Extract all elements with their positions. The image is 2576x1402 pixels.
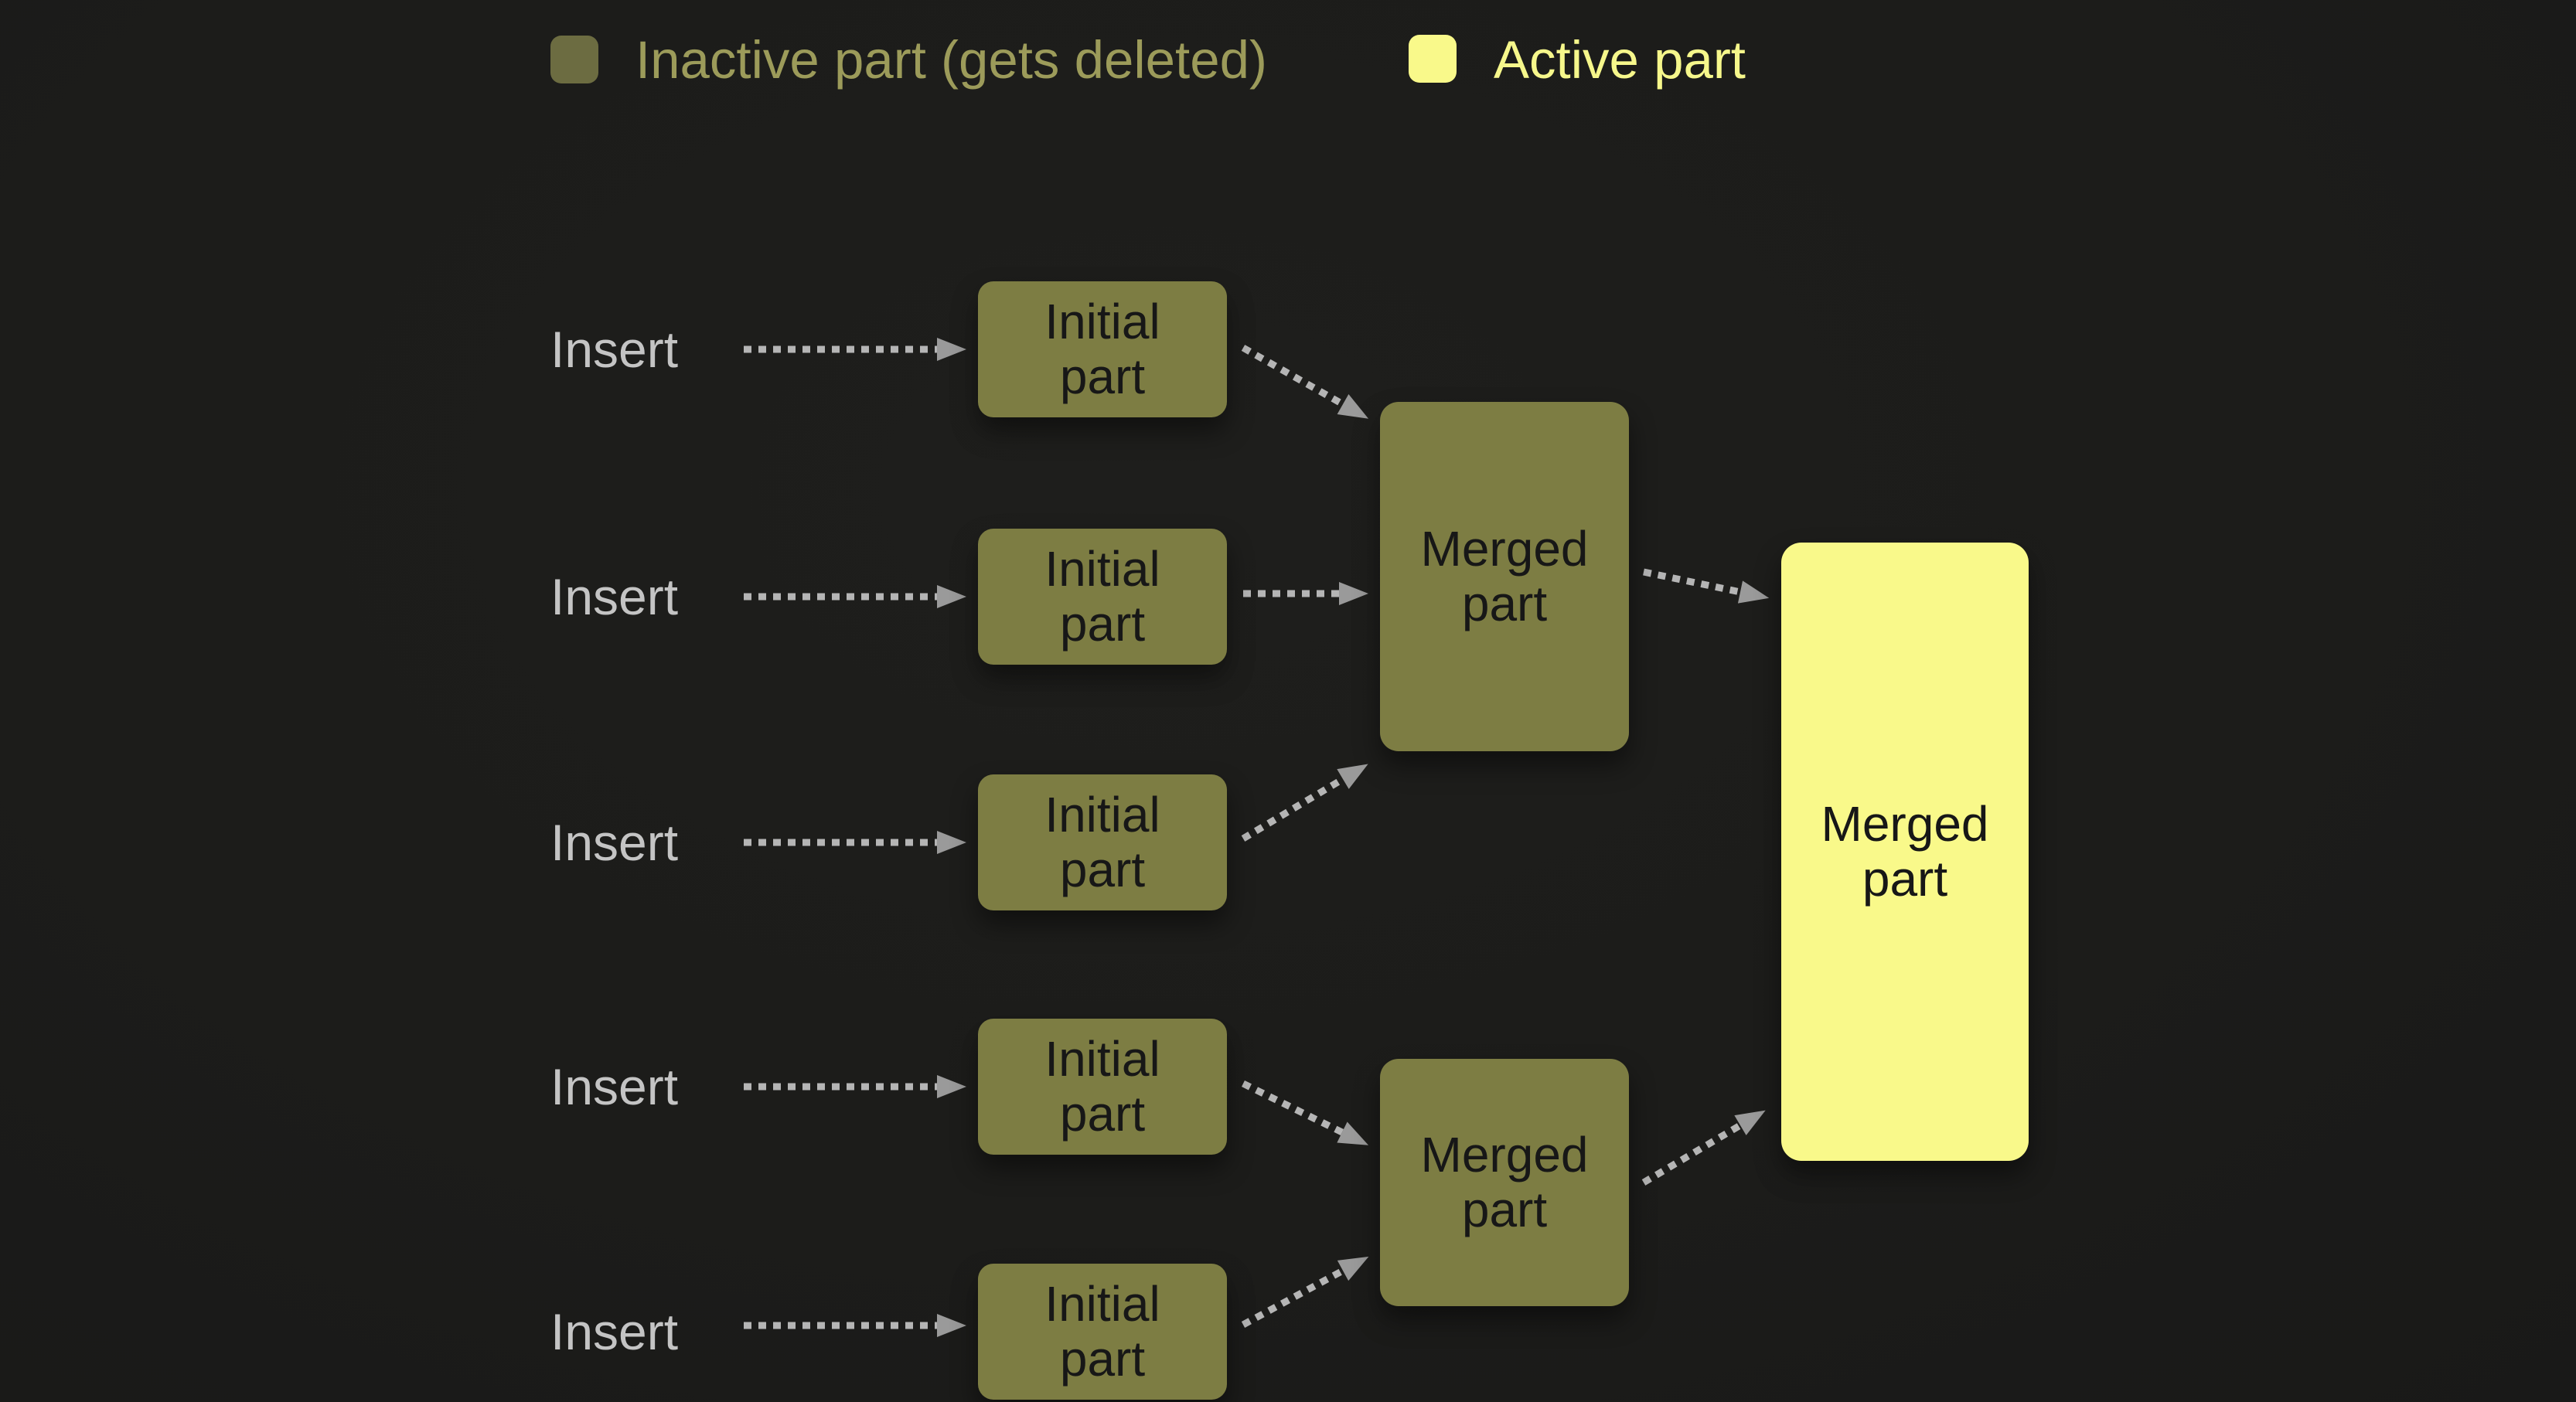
node-label-line: part [1059, 1331, 1146, 1387]
initial-part-node-1: Initial part [978, 281, 1227, 417]
initial-part-node-5: Initial part [978, 1264, 1227, 1400]
dotted-arrow-initial4-merged [1242, 1080, 1369, 1145]
dotted-arrow-mergedbottom-final [1641, 1110, 1766, 1186]
node-label-line: part [1059, 349, 1146, 404]
legend-swatch-active [1409, 35, 1457, 83]
merged-part-node-bottom: Merged part [1380, 1059, 1629, 1306]
node-label-line: Initial [1044, 787, 1160, 842]
initial-part-node-2: Initial part [978, 529, 1227, 665]
node-label-line: Merged [1821, 796, 1989, 852]
node-label-line: Merged [1420, 1127, 1589, 1183]
node-label-line: Initial [1044, 1031, 1160, 1087]
insert-label-2: Insert [550, 568, 679, 625]
node-label-line: part [1059, 596, 1146, 652]
dotted-arrow-initial5-merged [1241, 1256, 1369, 1328]
legend-label-active: Active part [1494, 30, 1746, 90]
node-label-line: part [1461, 576, 1548, 631]
legend-label-inactive: Inactive part (gets deleted) [635, 30, 1267, 90]
insert-label-3: Insert [550, 814, 679, 871]
merged-part-node-top: Merged part [1380, 402, 1629, 751]
node-label-line: part [1059, 842, 1146, 897]
node-label-line: Initial [1044, 294, 1160, 349]
insert-label-1: Insert [550, 321, 679, 378]
node-label-line: Initial [1044, 541, 1160, 597]
insert-label-4: Insert [550, 1058, 679, 1115]
merged-part-node-final: Merged part [1781, 543, 2029, 1161]
node-label-line: part [1059, 1086, 1146, 1142]
dotted-arrow-mergedtop-final [1643, 568, 1770, 604]
dotted-arrow-initial1-merged [1241, 345, 1369, 419]
dotted-arrow-initial3-merged [1241, 764, 1368, 842]
node-label-line: Merged [1420, 521, 1589, 577]
node-label-line: part [1862, 851, 1948, 907]
initial-part-node-3: Initial part [978, 774, 1227, 910]
legend-swatch-inactive [550, 36, 598, 83]
insert-label-5: Insert [550, 1303, 679, 1360]
node-label-line: part [1461, 1182, 1548, 1237]
initial-part-node-4: Initial part [978, 1019, 1227, 1155]
node-label-line: Initial [1044, 1276, 1160, 1332]
